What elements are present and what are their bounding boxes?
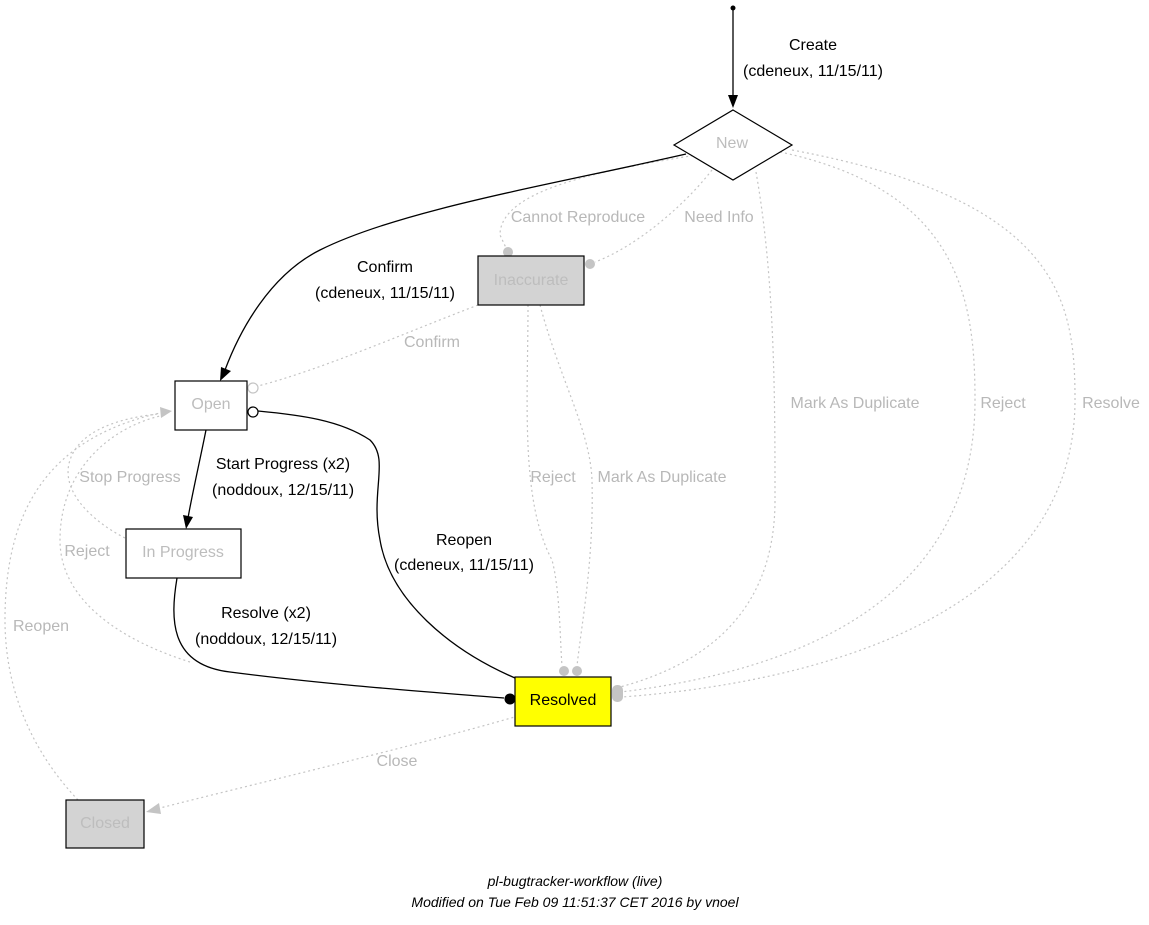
node-closed-shape[interactable] xyxy=(65,799,145,849)
node-in-progress-shape[interactable] xyxy=(125,528,242,579)
active-edges xyxy=(173,5,738,705)
node-open-label: Open xyxy=(191,396,230,413)
active-edge-labels: Create (cdeneux, 11/15/11) Confirm (cden… xyxy=(195,37,883,648)
node-new-shape[interactable] xyxy=(672,109,794,181)
edge-close xyxy=(159,715,519,809)
edge-reject-progress xyxy=(59,415,191,663)
node-inaccurate-shape[interactable] xyxy=(477,255,585,306)
edge-create-arrow xyxy=(728,95,738,108)
label-mark-duplicate-inaccurate: Mark As Duplicate xyxy=(598,469,727,486)
edge-resolved-ends xyxy=(612,685,623,702)
edge-open-arrow-in xyxy=(160,407,172,418)
edge-need-info-end xyxy=(585,259,595,269)
edge-resolve-progress-end xyxy=(504,693,516,705)
node-resolved-shape[interactable] xyxy=(514,676,612,727)
edge-reject-inaccurate xyxy=(526,304,563,667)
edge-confirm-new xyxy=(224,153,687,371)
edge-resolve-progress xyxy=(173,577,505,699)
label-start-progress-detail: (noddoux, 12/15/11) xyxy=(212,482,354,499)
edge-reopen-resolved xyxy=(257,410,516,679)
edge-reject-inaccurate-end xyxy=(559,666,569,676)
label-create-action: Create xyxy=(789,37,837,54)
label-stop-progress: Stop Progress xyxy=(79,469,180,486)
edge-confirm-new-arrow xyxy=(220,367,231,381)
label-reopen-closed: Reopen xyxy=(13,618,69,635)
node-open-shape[interactable] xyxy=(174,380,248,431)
inactive-edge-labels: Cannot Reproduce Need Info Confirm Mark … xyxy=(13,209,1140,770)
edge-confirm-inaccurate-end xyxy=(247,382,259,394)
diagram-footer: pl-bugtracker-workflow (live) Modified o… xyxy=(411,873,739,910)
node-new-label: New xyxy=(716,135,748,152)
edge-mark-duplicate-new xyxy=(619,171,776,688)
label-confirm-inaccurate: Confirm xyxy=(404,334,460,351)
label-need-info: Need Info xyxy=(684,209,753,226)
edge-reopen-closed xyxy=(4,412,161,801)
node-in-progress-label: In Progress xyxy=(142,544,224,561)
label-confirm-new-detail: (cdeneux, 11/15/11) xyxy=(315,285,455,302)
label-start-progress-action: Start Progress (x2) xyxy=(216,456,350,473)
label-reject-progress: Reject xyxy=(64,543,110,560)
node-resolved-label: Resolved xyxy=(530,692,597,709)
footer-modified: Modified on Tue Feb 09 11:51:37 CET 2016… xyxy=(411,894,739,910)
node-inaccurate-label: Inaccurate xyxy=(494,272,569,289)
label-resolve-new: Resolve xyxy=(1082,395,1140,412)
edge-reject-new xyxy=(620,151,976,693)
label-close: Close xyxy=(377,753,418,770)
label-reopen-resolved-action: Reopen xyxy=(436,532,492,549)
inactive-edges xyxy=(4,149,1076,814)
label-reopen-resolved-detail: (cdeneux, 11/15/11) xyxy=(394,557,534,574)
label-resolve-progress-detail: (noddoux, 12/15/11) xyxy=(195,631,337,648)
footer-title: pl-bugtracker-workflow (live) xyxy=(487,873,663,889)
edge-start-progress xyxy=(187,429,207,519)
edge-reopen-resolved-end xyxy=(247,406,259,418)
edge-need-info xyxy=(594,165,716,263)
edge-start-progress-arrow xyxy=(183,515,193,529)
label-resolve-progress-action: Resolve (x2) xyxy=(221,605,311,622)
label-confirm-new-action: Confirm xyxy=(357,259,413,276)
label-reject-new: Reject xyxy=(980,395,1026,412)
edge-resolve-new xyxy=(621,149,1076,698)
node-closed-label: Closed xyxy=(80,815,130,832)
label-mark-duplicate-new: Mark As Duplicate xyxy=(791,395,920,412)
edge-stop-progress xyxy=(67,413,159,539)
edge-confirm-inaccurate xyxy=(257,304,479,387)
edge-mark-duplicate-inaccurate-end xyxy=(572,666,582,676)
edge-cannot-reproduce xyxy=(499,153,704,251)
edge-cannot-reproduce-end xyxy=(503,247,513,257)
label-reject-inaccurate: Reject xyxy=(530,469,576,486)
label-cannot-reproduce: Cannot Reproduce xyxy=(511,209,645,226)
edge-close-arrow xyxy=(146,803,161,814)
edge-mark-duplicate-inaccurate xyxy=(539,304,593,667)
nodes: New Inaccurate Open In Progress Resolved… xyxy=(65,109,794,849)
label-create-detail: (cdeneux, 11/15/11) xyxy=(743,63,883,80)
